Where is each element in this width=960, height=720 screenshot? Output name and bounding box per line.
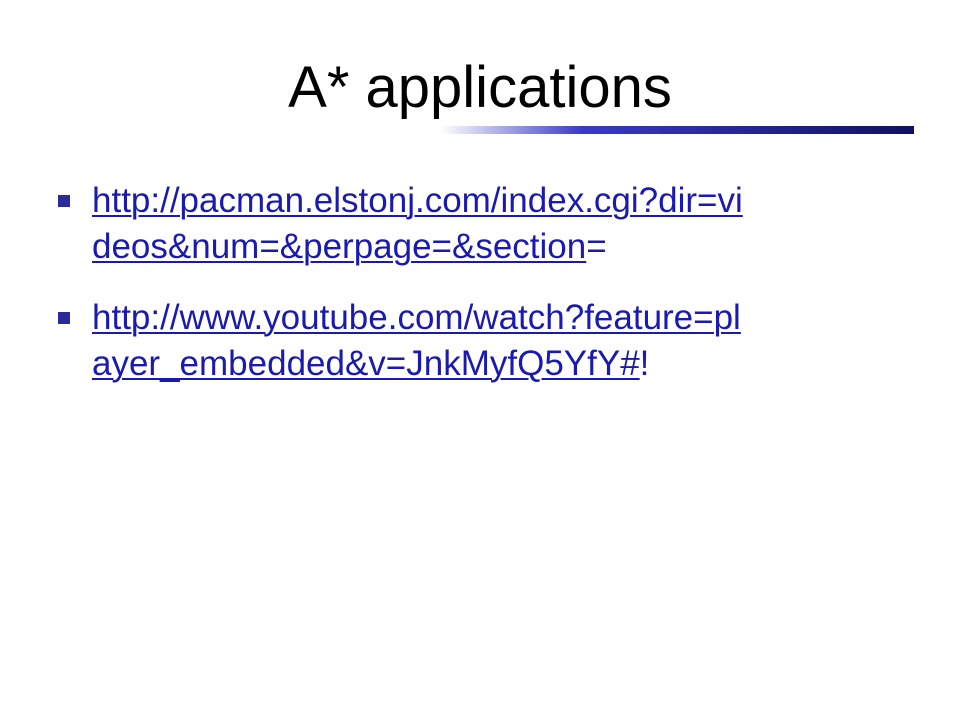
link-line-2: deos&num=&perpage=&section	[92, 227, 587, 266]
link-suffix: =	[586, 227, 607, 266]
bullet-list: http://pacman.elstonj.com/index.cgi?dir=…	[58, 178, 908, 412]
title-underline-rule	[440, 126, 914, 134]
square-bullet-icon	[58, 312, 70, 324]
link-suffix: !	[639, 344, 650, 383]
link-line-1: http://pacman.elstonj.com/index.cgi?dir=…	[92, 181, 743, 220]
slide-title: A* applications	[288, 55, 672, 120]
youtube-link[interactable]: http://www.youtube.com/watch?feature=pl a…	[92, 298, 741, 383]
pacman-link[interactable]: http://pacman.elstonj.com/index.cgi?dir=…	[92, 181, 743, 266]
link-line-1: http://www.youtube.com/watch?feature=pl	[92, 298, 741, 337]
square-bullet-icon	[58, 195, 70, 207]
link-line-2: ayer_embedded&v=JnkMyfQ5YfY#	[92, 344, 640, 383]
list-item: http://www.youtube.com/watch?feature=pl a…	[58, 295, 908, 387]
list-item: http://pacman.elstonj.com/index.cgi?dir=…	[58, 178, 908, 270]
